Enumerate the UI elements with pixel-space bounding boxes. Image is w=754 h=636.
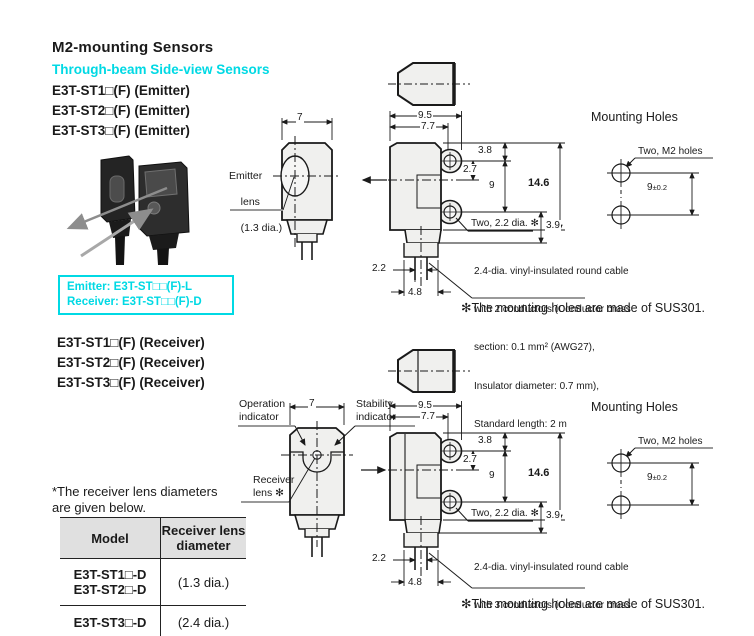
legend-receiver: Receiver: E3T-ST□□(F)-D: [67, 296, 202, 308]
receiver-model-2: E3T-ST2□(F) (Receiver): [57, 355, 205, 370]
emitter-model-1: E3T-ST1□(F) (Emitter): [52, 83, 190, 98]
receiver-dim-overall-width: 9.5: [417, 400, 433, 411]
receiver-hole-pitch-dim: 9±0.2: [646, 472, 669, 483]
product-photo: [66, 155, 190, 265]
table-row: E3T-ST1□-D E3T-ST2□-D (1.3 dia.): [60, 559, 246, 606]
receiver-mounting-title: Mounting Holes: [591, 400, 678, 414]
table-cell-models: E3T-ST1□-D E3T-ST2□-D: [60, 559, 161, 605]
emitter-cable-note: 2.4-dia. vinyl-insulated round cable wit…: [474, 265, 631, 431]
emitter-front-view-drawing: [230, 118, 341, 260]
emitter-sus-note: ✻The mounting holes are made of SUS301.: [461, 301, 705, 315]
emitter-side-view-drawing: [361, 111, 585, 299]
emitter-dim-cable-dia: 2.2: [371, 263, 387, 274]
table-cell-diameter: (2.4 dia.): [177, 614, 230, 630]
receiver-dim-cable-dia: 2.2: [371, 553, 387, 564]
emitter-front-width-dim: 7: [296, 112, 304, 123]
receiver-sus-note: ✻The mounting holes are made of SUS301.: [461, 597, 705, 611]
receiver-side-view-drawing: [361, 401, 585, 589]
received-beam-arrow: [80, 208, 154, 258]
table-cell-diameter: (1.3 dia.): [177, 574, 230, 590]
emitter-dim-hole-to-axis: 2.7: [462, 164, 478, 175]
emitter-mounting-title: Mounting Holes: [591, 110, 678, 124]
emitter-dim-top-to-hole: 3.8: [477, 145, 493, 156]
emitter-dim-overall-width: 9.5: [417, 110, 433, 121]
emitted-beam-arrow: [66, 186, 168, 230]
emitter-dim-neck-width: 4.8: [407, 287, 423, 298]
emitter-m2-holes-label: Two, M2 holes: [637, 146, 704, 157]
emitter-dim-hole-pitch: 9: [488, 180, 496, 191]
emitter-dim-face-width: 7.7: [420, 121, 436, 132]
emitter-mounting-holes-drawing: [607, 157, 713, 229]
emitter-dim-hole-to-bottom: 3.9: [545, 220, 561, 231]
left-sensor-photo: [100, 155, 136, 265]
table-cell-models: E3T-ST3□-D: [60, 606, 161, 636]
receiver-front-width-dim: 7: [308, 398, 316, 409]
receiver-front-view-drawing: [238, 403, 415, 557]
receiver-dim-face-width: 7.7: [420, 411, 436, 422]
table-header-model: Model: [60, 518, 161, 558]
receiver-model-1: E3T-ST1□(F) (Receiver): [57, 335, 205, 350]
table-row: E3T-ST3□-D (2.4 dia.): [60, 606, 246, 636]
receiver-dim-hole-to-axis: 2.7: [462, 454, 478, 465]
receiver-lens-table: Model Receiver lens diameter E3T-ST1□-D …: [60, 517, 246, 636]
receiver-dim-hole-pitch: 9: [488, 470, 496, 481]
receiver-top-view-drawing: [388, 349, 470, 393]
receiver-cable-note: 2.4-dia. vinyl-insulated round cable wit…: [474, 561, 631, 611]
page-subtitle: Through-beam Side-view Sensors: [52, 62, 270, 77]
receiver-dim-neck-width: 4.8: [407, 577, 423, 588]
receiver-dim-hole-to-bottom: 3.9: [545, 510, 561, 521]
emitter-model-3: E3T-ST3□(F) (Emitter): [52, 123, 190, 138]
receiver-model-3: E3T-ST3□(F) (Receiver): [57, 375, 205, 390]
emitter-model-2: E3T-ST2□(F) (Emitter): [52, 103, 190, 118]
receiver-m2-holes-label: Two, M2 holes: [637, 436, 704, 447]
table-header-row: Model Receiver lens diameter: [60, 518, 246, 559]
receiver-holes-label: Two, 2.2 dia. ✻: [470, 508, 540, 519]
emitter-holes-label: Two, 2.2 dia. ✻: [470, 218, 540, 229]
emitter-top-view-drawing: [388, 62, 470, 106]
receiver-dim-top-to-hole: 3.8: [477, 435, 493, 446]
legend-emitter: Emitter: E3T-ST□□(F)-L: [67, 281, 193, 293]
emitter-hole-pitch-dim: 9±0.2: [646, 182, 669, 193]
emitter-dim-overall-height: 14.6: [527, 177, 551, 189]
receiver-dim-overall-height: 14.6: [527, 467, 551, 479]
page-title: M2-mounting Sensors: [52, 39, 214, 56]
model-legend-box: Emitter: E3T-ST□□(F)-L Receiver: E3T-ST□…: [58, 275, 234, 315]
emitter-lens-label: Emitter lens (1.3 dia.): [229, 170, 283, 234]
table-header-diameter: Receiver lens diameter: [161, 523, 246, 553]
receiver-mounting-holes-drawing: [607, 447, 713, 519]
